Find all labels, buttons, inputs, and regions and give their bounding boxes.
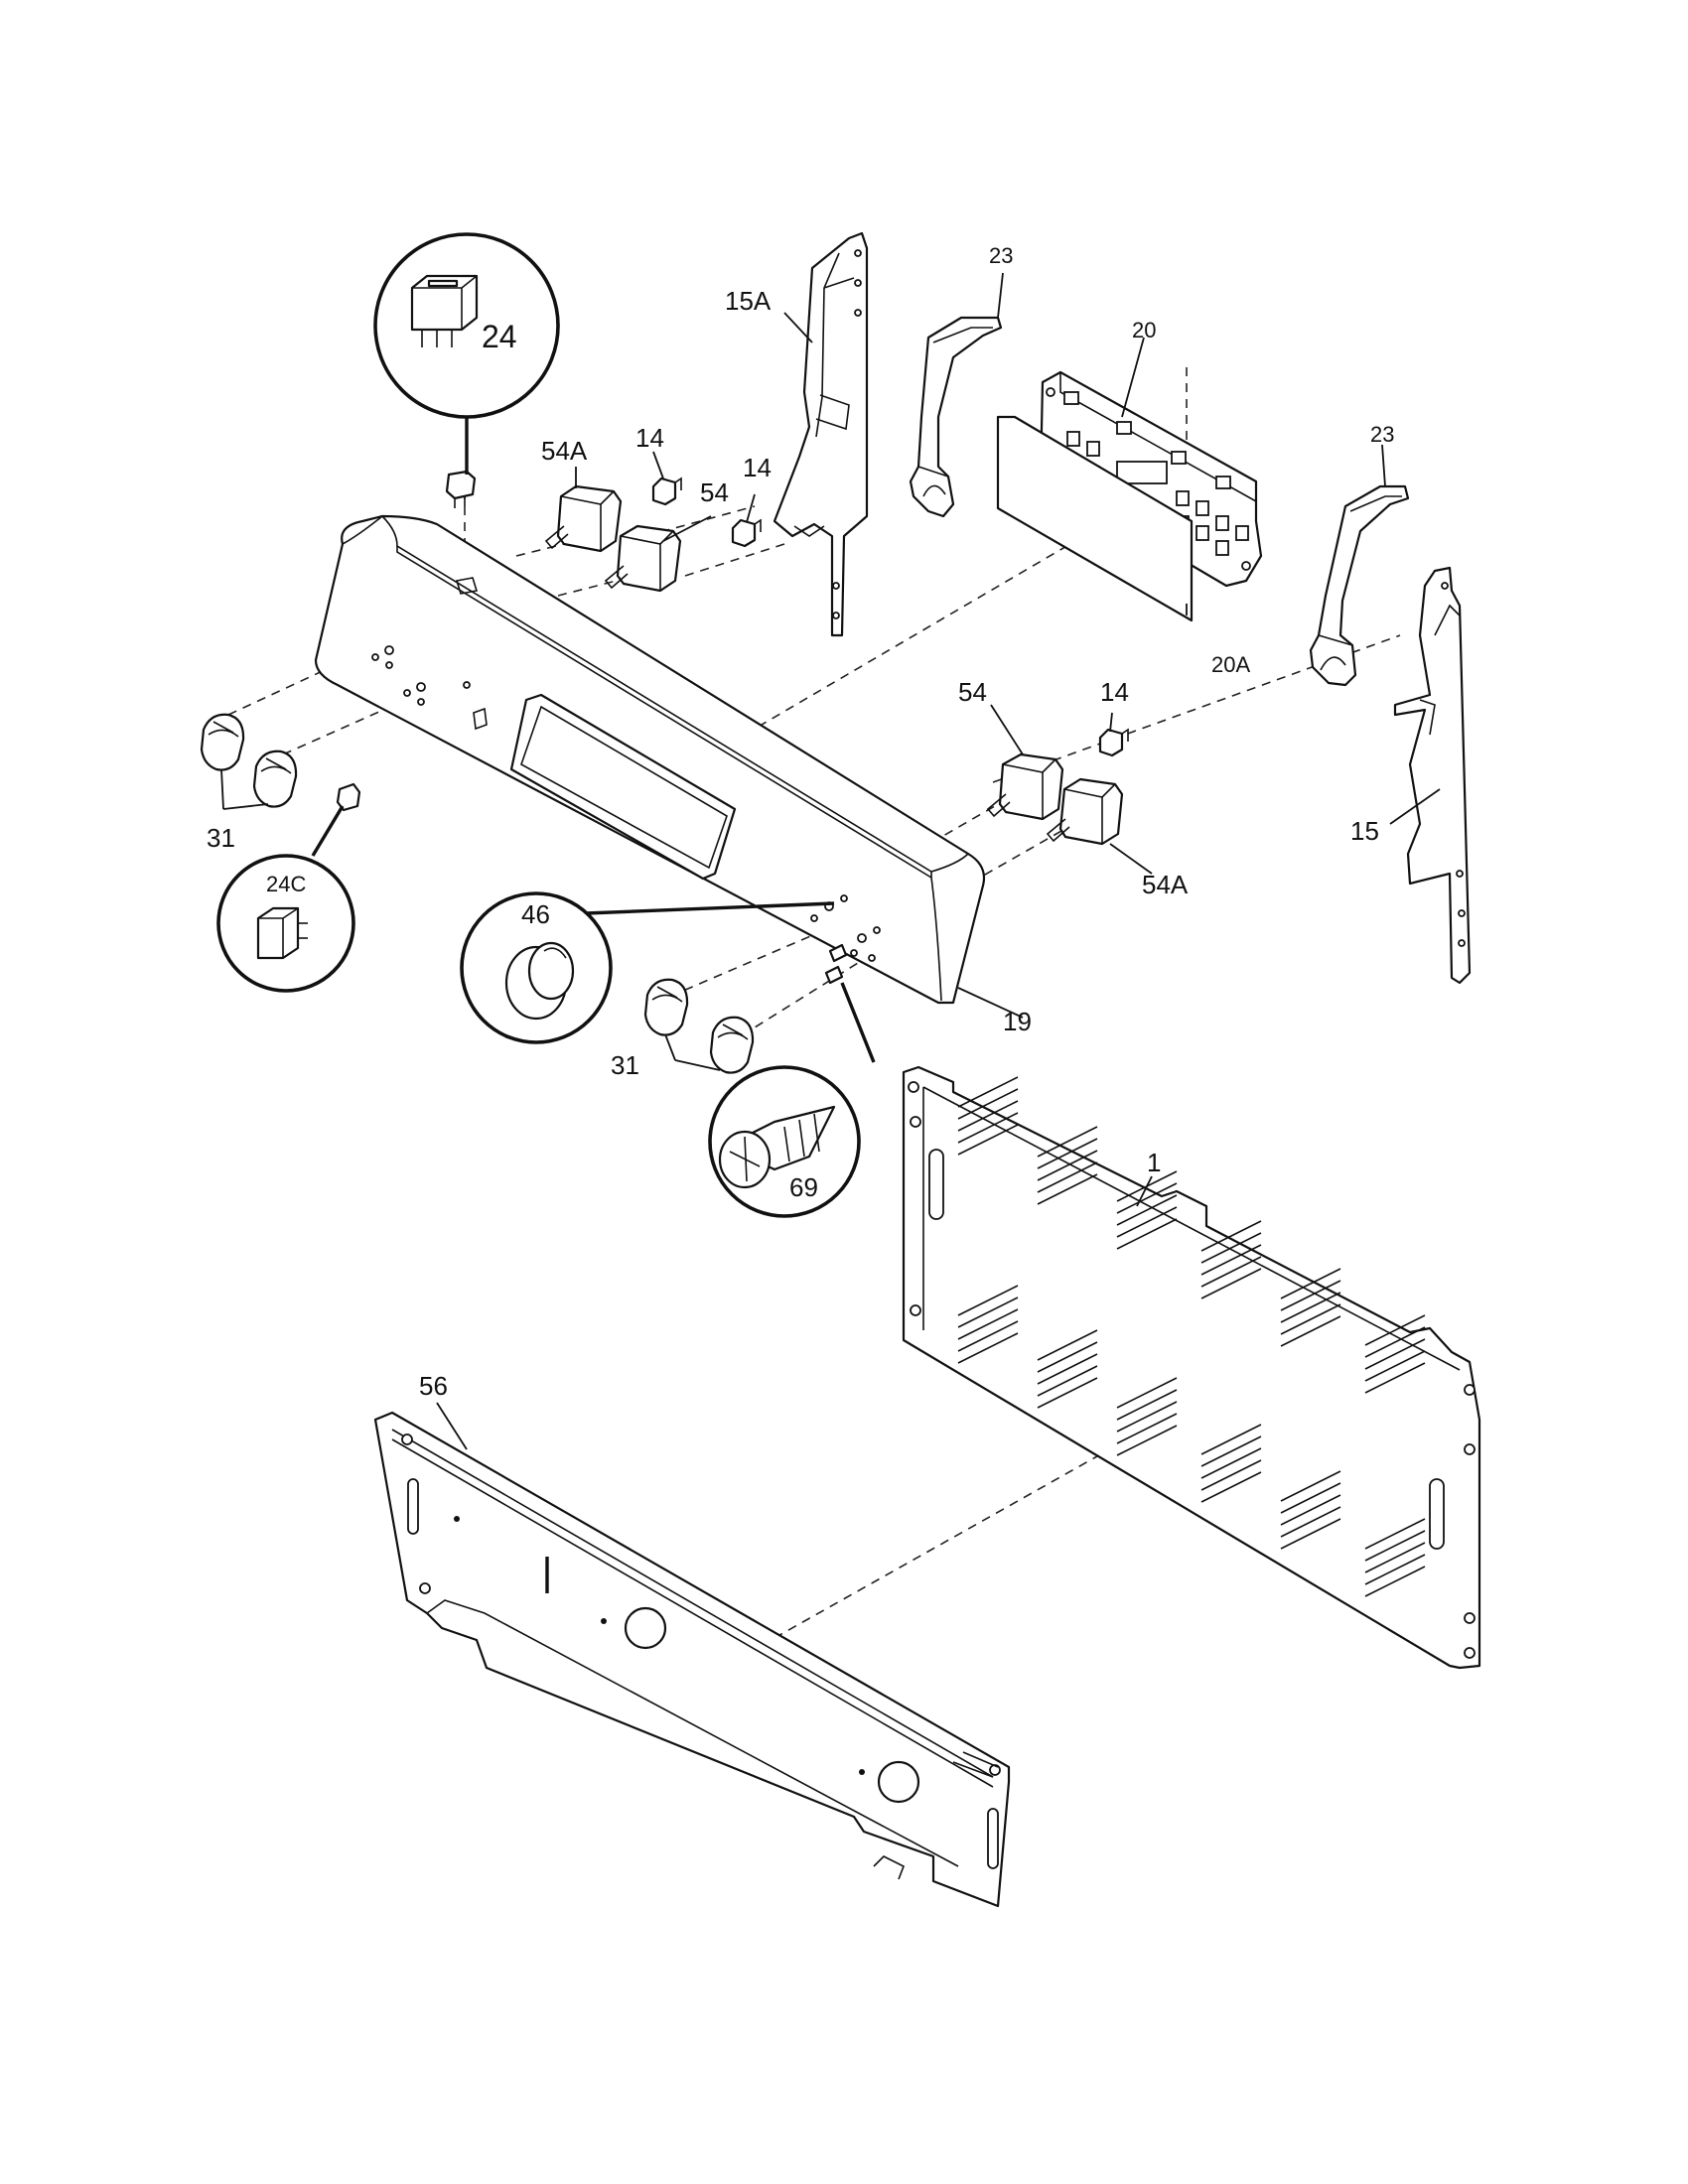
callout-20a: 20A — [1211, 652, 1250, 677]
detail-24 — [373, 232, 560, 475]
detail-69 — [708, 982, 876, 1218]
callout-1: 1 — [1147, 1148, 1161, 1177]
knob-31-a — [200, 713, 245, 771]
terminal-14-a — [651, 477, 682, 506]
callout-56: 56 — [419, 1371, 448, 1401]
rear-panel-1 — [902, 1065, 1481, 1670]
callout-14-a: 14 — [635, 423, 664, 453]
rear-panel-vent-slots — [957, 1076, 1426, 1597]
knob-31-c — [643, 978, 689, 1036]
clip-23-left — [909, 316, 1003, 518]
callout-23-right: 23 — [1370, 422, 1394, 447]
control-panel-19 — [314, 514, 986, 1005]
callout-24c: 24C — [266, 872, 306, 896]
callout-54a-right: 54A — [1142, 870, 1189, 899]
callout-23-left: 23 — [989, 243, 1013, 268]
infinite-switch-54-right — [986, 752, 1064, 821]
detail-46 — [460, 891, 835, 1044]
callout-31-right: 31 — [611, 1050, 639, 1080]
detail-24c — [216, 805, 355, 993]
callout-19: 19 — [1003, 1007, 1032, 1036]
terminal-14-b — [731, 518, 762, 548]
knob-31-b — [252, 750, 298, 808]
screws-69-small — [824, 943, 848, 985]
callout-46: 46 — [521, 899, 550, 929]
callout-15: 15 — [1350, 816, 1379, 846]
callout-15a: 15A — [725, 286, 772, 316]
infinite-switch-54-top — [604, 524, 682, 593]
end-bracket-15a — [773, 231, 869, 637]
infinite-switch-54a-right — [1046, 777, 1124, 846]
control-overlay-20a — [996, 415, 1194, 622]
callout-69: 69 — [789, 1172, 818, 1202]
knob-31-d — [709, 1016, 755, 1074]
callout-54a-top: 54A — [541, 436, 588, 466]
terminal-14-c — [1098, 728, 1129, 757]
callout-14-b: 14 — [743, 453, 772, 482]
infinite-switch-54a-top — [544, 484, 623, 553]
callout-54-right: 54 — [958, 677, 987, 707]
callout-54-top: 54 — [700, 478, 729, 507]
leader-lines — [220, 272, 1441, 1450]
callout-labels: 15A 23 20 23 24 54A 14 54 14 20A 54 14 1… — [207, 243, 1394, 1401]
switch-24c-small — [336, 782, 361, 812]
clip-23-right — [1309, 484, 1410, 687]
end-bracket-15 — [1393, 566, 1472, 985]
callout-14-c: 14 — [1100, 677, 1129, 707]
callout-20: 20 — [1132, 318, 1156, 342]
rear-bracket-56 — [373, 1411, 1011, 1908]
callout-24: 24 — [482, 319, 517, 354]
switch-24-small — [445, 470, 477, 508]
callout-31-left: 31 — [207, 823, 235, 853]
electronic-control-20 — [1039, 370, 1263, 588]
